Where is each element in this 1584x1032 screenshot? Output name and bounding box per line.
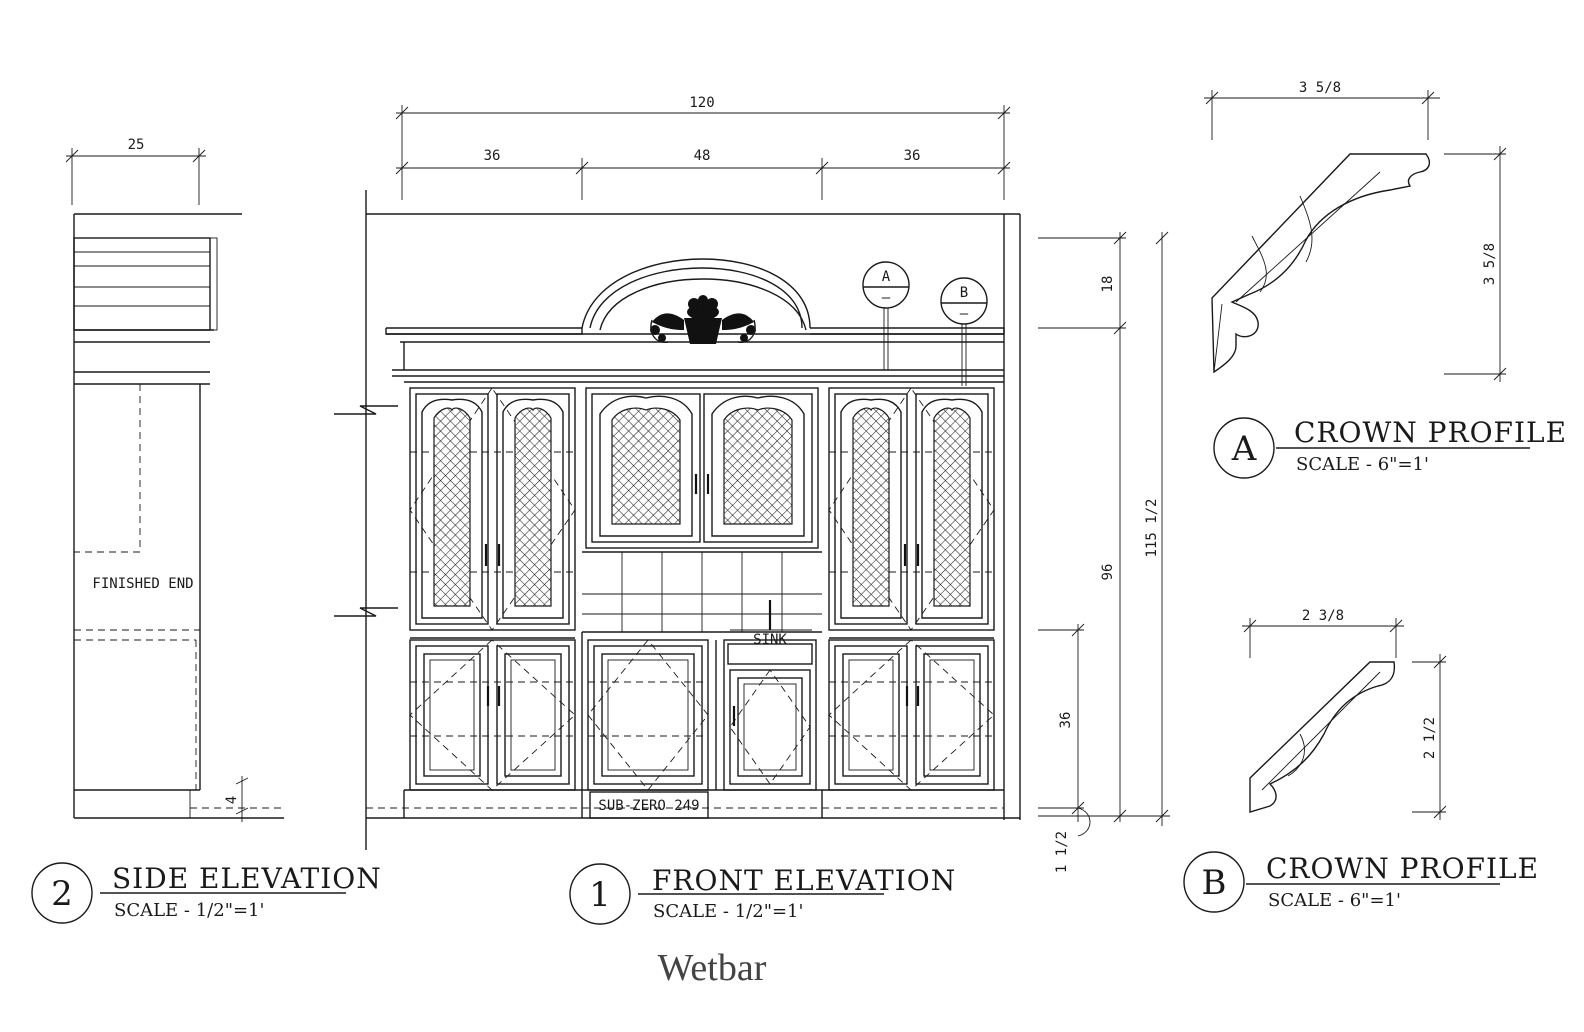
drawing-caption: Wetbar (658, 947, 767, 989)
front-elevation-scale: SCALE - 1/2"=1' (653, 901, 803, 922)
side-elevation-title: SIDE ELEVATION (112, 862, 382, 895)
crown-b-height-dimension: 2 1/2 (1412, 654, 1447, 820)
finished-end-label: FINISHED END (92, 576, 193, 592)
crown-a-height-dimension: 3 5/8 (1444, 146, 1507, 382)
front-elevation-number: 1 (589, 875, 611, 915)
front-elevation-view: 120 36 48 36 (334, 95, 1170, 925)
overall-width-label: 120 (689, 95, 714, 111)
crown-a-width-dimension: 3 5/8 (1204, 80, 1440, 140)
callout-a-sub: — (882, 290, 891, 306)
front-width-dimensions: 120 36 48 36 (395, 95, 1011, 200)
sub-zero-appliance: SUB-ZERO 249 (587, 639, 709, 819)
front-elevation-title: FRONT ELEVATION (652, 864, 956, 897)
callout-b-marker: B — (940, 277, 988, 386)
callout-b-letter: B (960, 285, 968, 301)
crown-b-width-label: 2 3/8 (1302, 608, 1344, 624)
crown-b-width-dimension: 2 3/8 (1242, 608, 1404, 658)
sub-zero-label: SUB-ZERO 249 (598, 798, 699, 814)
total-height-label: 115 1/2 (1144, 498, 1160, 557)
side-elevation-view: 25 FINISHED END 4 (31, 137, 382, 924)
front-height-dimensions: 18 96 115 1/2 36 1 1/2 (1038, 231, 1170, 873)
toe-height-label: 1 1/2 (1054, 831, 1070, 873)
lower-left-cabinet (409, 639, 576, 791)
crown-profile-b-view: 2 3/8 2 1/2 B CROWN PROFILE SCALE - 6"=1… (1183, 608, 1539, 913)
side-toe-dimension: 4 (224, 776, 249, 822)
crown-b-scale: SCALE - 6"=1' (1268, 890, 1401, 911)
callout-a-letter: A (882, 269, 891, 285)
crown-b-height-label: 2 1/2 (1422, 717, 1438, 759)
crown-a-title: CROWN PROFILE (1294, 416, 1567, 449)
side-elevation-title-block: 2 SIDE ELEVATION SCALE - 1/2"=1' (31, 862, 382, 924)
crown-a-profile-shape (1211, 153, 1431, 374)
side-depth-label: 25 (128, 137, 145, 153)
crown-b-letter: B (1202, 863, 1227, 903)
side-toe-label: 4 (224, 796, 240, 804)
right-width-label: 36 (904, 148, 921, 164)
center-width-label: 48 (694, 148, 711, 164)
arch-height-label: 18 (1100, 276, 1116, 293)
crown-a-width-label: 3 5/8 (1299, 80, 1341, 96)
base-height-label: 36 (1058, 712, 1074, 729)
sink-base-cabinet (723, 639, 817, 791)
crown-a-scale: SCALE - 6"=1' (1296, 454, 1429, 475)
side-depth-dimension: 25 (65, 137, 206, 205)
tile-backsplash: SINK (582, 552, 822, 648)
callout-b-sub: — (960, 306, 969, 322)
callout-a-marker: A — (862, 261, 910, 370)
upper-right-cabinet (828, 387, 995, 639)
basket-ornament-icon (650, 295, 756, 344)
crown-a-letter: A (1231, 429, 1257, 469)
crown-profile-a-view: 3 5/8 3 5/8 A CROWN PROFILE SCALE - 6"=1… (1204, 80, 1567, 479)
cabinet-height-label: 96 (1100, 564, 1116, 581)
crown-b-title: CROWN PROFILE (1266, 852, 1539, 885)
crown-b-title-block: B CROWN PROFILE SCALE - 6"=1' (1183, 851, 1539, 913)
front-elevation-title-block: 1 FRONT ELEVATION SCALE - 1/2"=1' (569, 863, 956, 925)
crown-a-height-label: 3 5/8 (1482, 243, 1498, 285)
upper-center-cabinet (582, 387, 822, 553)
crown-b-profile-shape (1249, 661, 1396, 813)
lower-right-cabinet (828, 639, 995, 791)
side-elevation-scale: SCALE - 1/2"=1' (114, 900, 264, 921)
left-width-label: 36 (484, 148, 501, 164)
side-elevation-number: 2 (51, 874, 73, 914)
crown-moulding (385, 258, 1005, 383)
crown-a-title-block: A CROWN PROFILE SCALE - 6"=1' (1213, 416, 1567, 479)
upper-left-cabinet (409, 387, 576, 639)
